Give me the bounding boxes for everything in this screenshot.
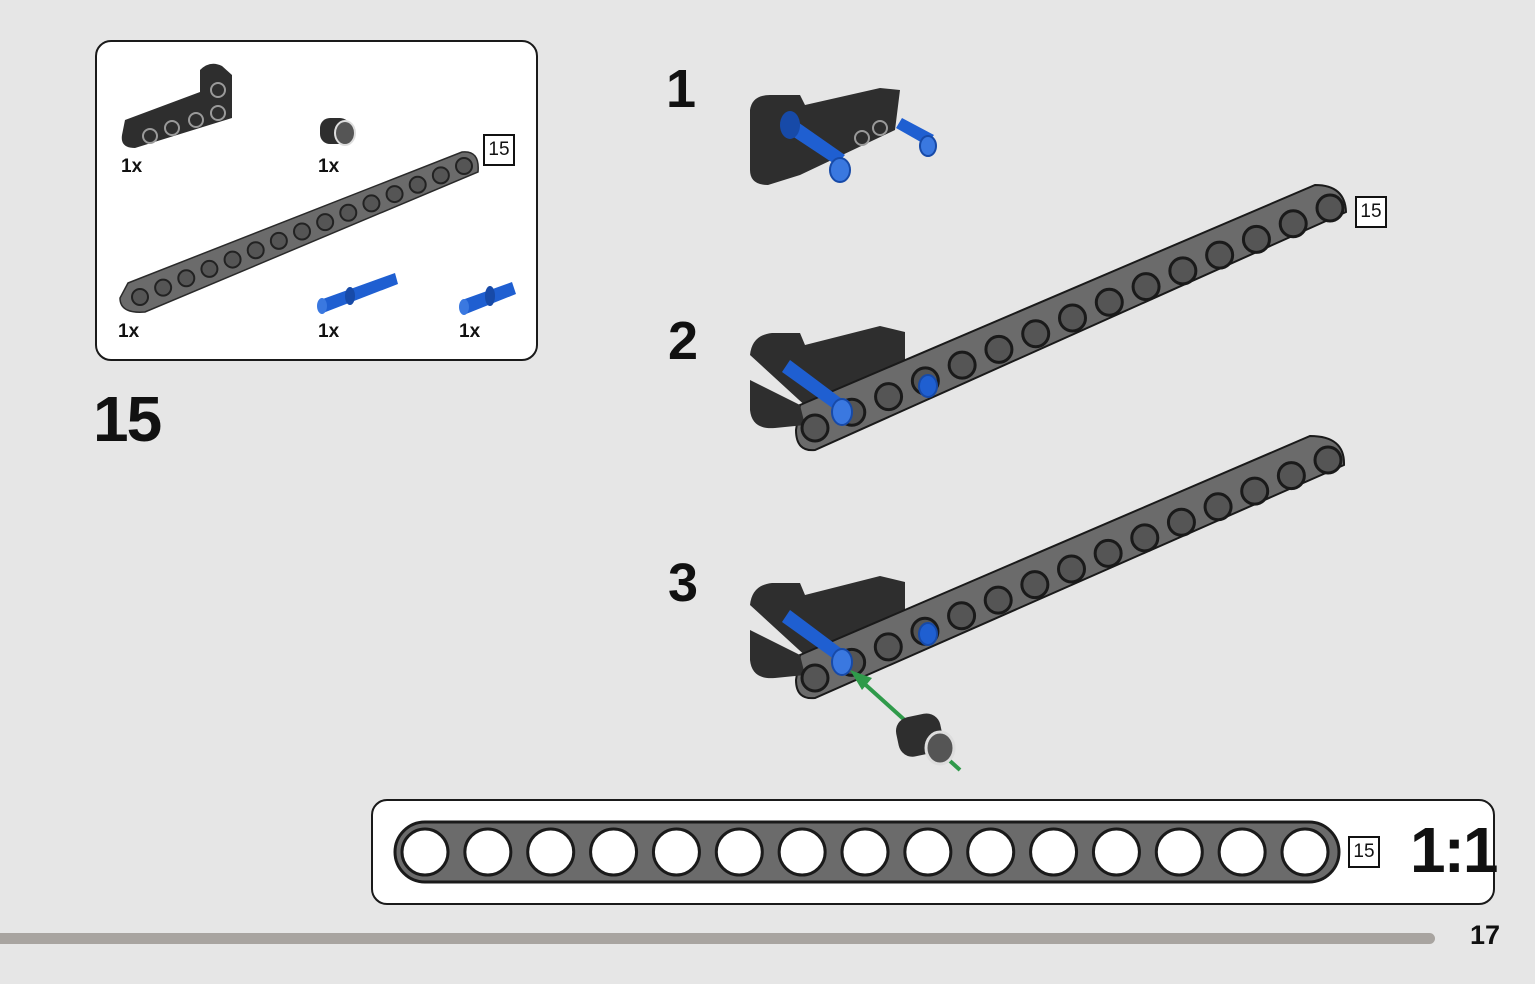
- beam-hole: [1057, 554, 1086, 584]
- beam-hole: [651, 827, 701, 877]
- beam-hole: [1166, 507, 1196, 537]
- beam-hole: [431, 166, 450, 185]
- beam-hole: [385, 185, 404, 204]
- beam-hole: [903, 827, 953, 877]
- beam-hole: [589, 827, 639, 877]
- qty-angled-beam: 1x: [121, 156, 143, 177]
- beam-hole: [1205, 240, 1235, 270]
- bushing-part: [320, 118, 356, 146]
- beam-hole: [1241, 224, 1271, 254]
- beam-hole: [983, 585, 1013, 615]
- beam-hole: [1058, 303, 1087, 333]
- qty-bushing: 1x: [318, 156, 340, 177]
- beam-hole: [362, 194, 381, 213]
- beam-hole: [873, 632, 903, 662]
- beam-hole: [800, 663, 830, 693]
- beam-hole: [1276, 461, 1306, 491]
- ruler-length-badge: 15: [1348, 836, 1380, 868]
- progress-bar: [0, 933, 1435, 944]
- beam-hole: [269, 231, 288, 250]
- beam-hole: [1278, 209, 1308, 239]
- beam-hole: [777, 827, 827, 877]
- qty-short-axle-pin: 1x: [459, 321, 481, 342]
- beam-hole: [1091, 827, 1141, 877]
- beam-hole: [223, 250, 242, 269]
- beam-hole: [339, 203, 358, 222]
- substep-3-label: 3: [668, 553, 699, 613]
- beam-hole: [526, 827, 576, 877]
- substep-2-label: 2: [668, 311, 699, 371]
- ruler-holes: [400, 827, 1330, 877]
- substep-1-illustration: [750, 88, 937, 185]
- beam-hole: [966, 827, 1016, 877]
- beam-hole: [408, 175, 427, 194]
- beam-hole: [1203, 492, 1233, 522]
- beam-hole: [400, 827, 450, 877]
- beam-hole: [1168, 256, 1198, 286]
- scale-label: 1:1: [1410, 814, 1498, 886]
- substep-2-illustration: [750, 183, 1348, 452]
- beam-hole: [1021, 319, 1051, 349]
- substep-2-length-badge: 15: [1355, 196, 1387, 228]
- beam-hole: [800, 413, 830, 443]
- beam-hole: [1217, 827, 1267, 877]
- beam-hole: [714, 827, 764, 877]
- beam-hole: [455, 157, 473, 175]
- beam-hole: [316, 213, 335, 232]
- angled-beam-part: [121, 63, 232, 148]
- beam-hole: [1029, 827, 1079, 877]
- beam-hole: [1313, 445, 1343, 475]
- beam-hole: [1280, 827, 1330, 877]
- beam-hole: [1131, 272, 1161, 302]
- qty-beam-15: 1x: [118, 321, 140, 342]
- qty-long-axle-pin: 1x: [318, 321, 340, 342]
- step-number: 15: [93, 383, 162, 455]
- beam-hole: [293, 222, 311, 241]
- beam-hole: [246, 241, 265, 260]
- beam-hole: [1020, 570, 1050, 600]
- beam-hole: [154, 278, 173, 297]
- beam-hole: [1130, 523, 1160, 553]
- beam-hole: [874, 382, 904, 412]
- beam-length-badge: 15: [483, 134, 515, 166]
- beam-hole: [1240, 476, 1270, 506]
- beam-hole: [1154, 827, 1204, 877]
- beam-hole: [984, 334, 1014, 364]
- page-number: 17: [1470, 920, 1501, 950]
- substep-2-beam-holes: [800, 193, 1345, 443]
- beam-hole: [177, 269, 196, 288]
- beam-hole: [947, 350, 977, 380]
- substep-1-label: 1: [666, 59, 697, 119]
- substep-3-illustration: [750, 434, 1346, 772]
- beam-hole: [1315, 193, 1345, 223]
- short-axle-pin-part: [459, 282, 516, 315]
- beam-hole: [1093, 538, 1123, 568]
- beam-hole: [131, 288, 149, 306]
- beam-hole: [840, 827, 890, 877]
- beam-hole: [1094, 287, 1124, 317]
- beam-hole: [463, 827, 513, 877]
- long-axle-pin-part: [317, 273, 398, 314]
- beam-15-holes: [131, 157, 473, 306]
- beam-hole: [200, 259, 219, 278]
- beam-hole: [947, 601, 977, 631]
